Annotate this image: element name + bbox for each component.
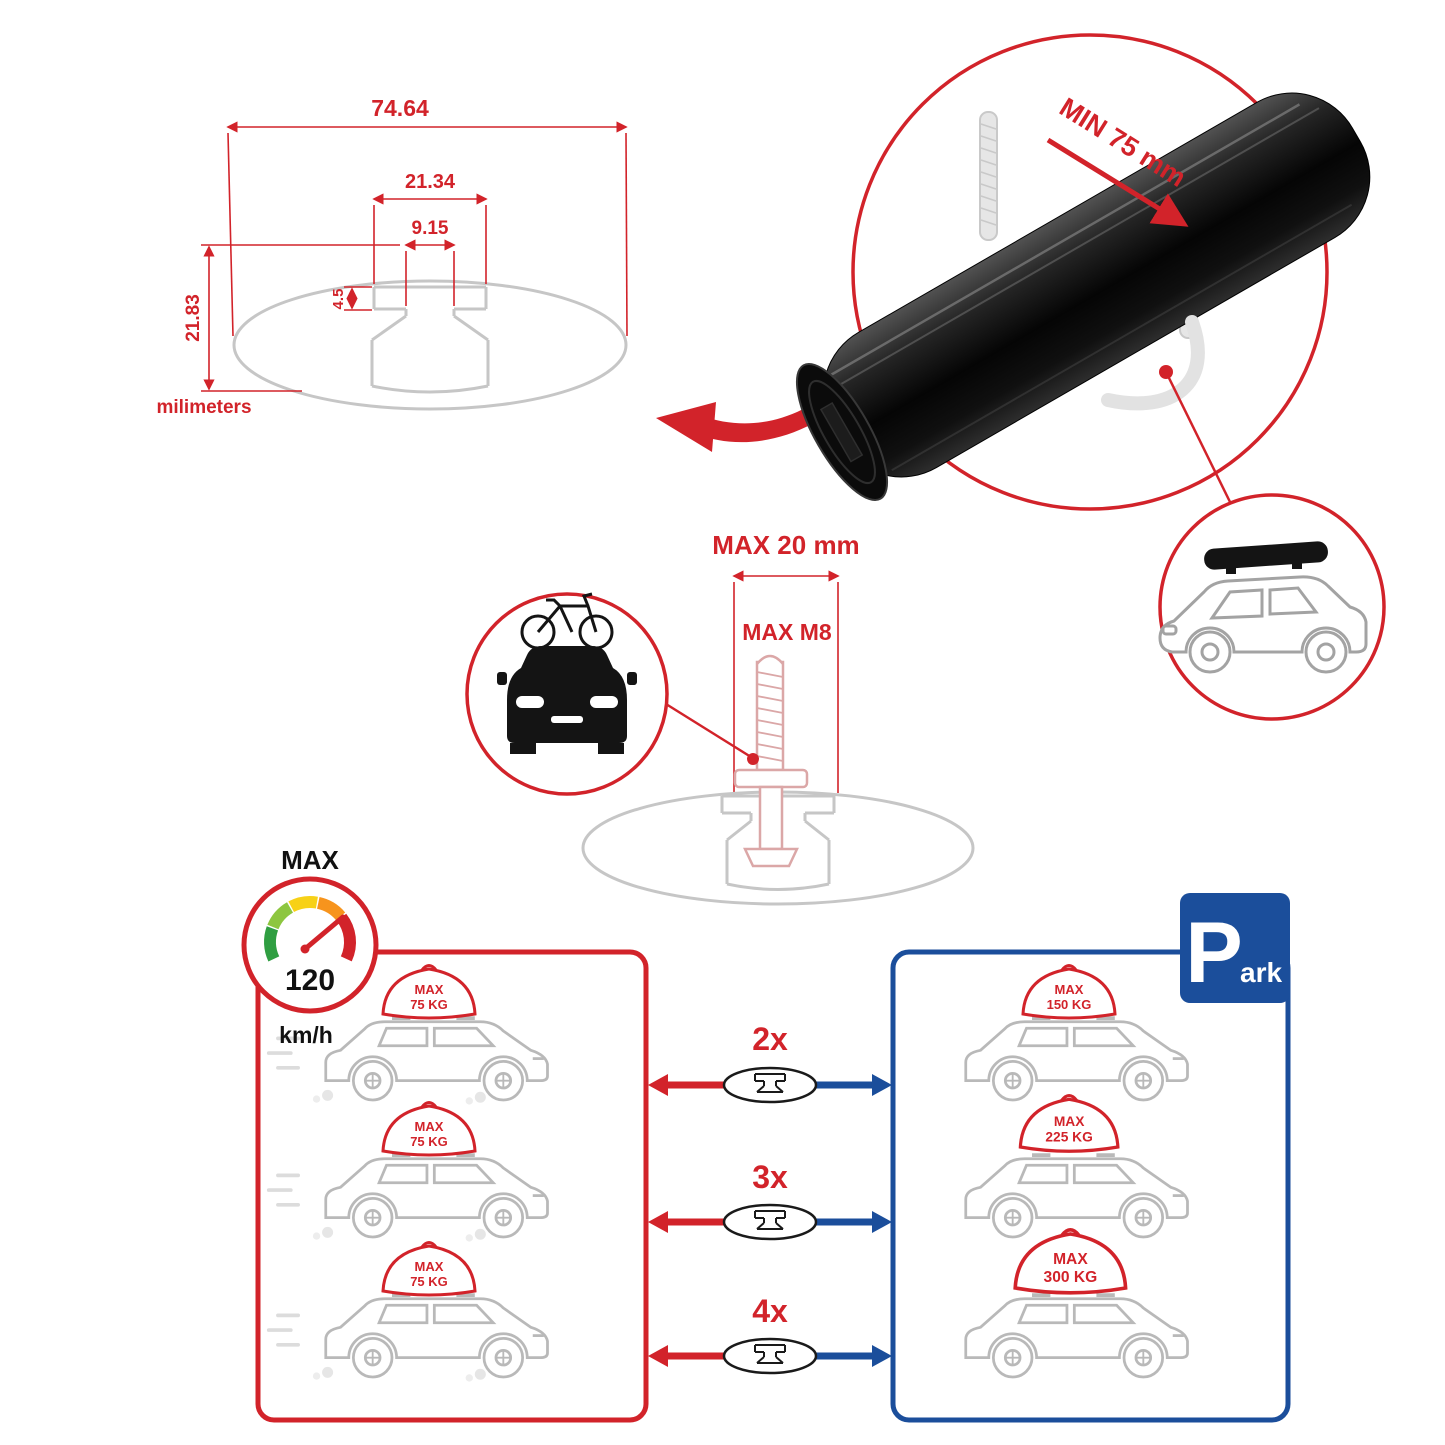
park-sign-plate (1180, 893, 1290, 1003)
speedometer: MAX 120 km/h (241, 845, 379, 1048)
roof-load-badge: MAX 225 KG (1018, 1094, 1120, 1153)
pointer-swoosh-arrowhead (656, 402, 716, 452)
pointer-swoosh-arrow (696, 372, 864, 443)
multiplier-label: 3x (752, 1159, 788, 1195)
roof-load-badge: MAX 75 KG (381, 1101, 477, 1157)
bolt-max-thread-label: MAX M8 (742, 619, 832, 645)
suv-line-art (1158, 575, 1368, 674)
clamp-callout-line (1167, 377, 1233, 505)
crossbar-detail-circle: MIN 75 mm (795, 33, 1371, 511)
svg-text:MAX: MAX (1054, 1114, 1085, 1129)
red-arrow (648, 1345, 668, 1367)
speed-unit: km/h (279, 1022, 333, 1048)
profile-ellipse (232, 279, 628, 411)
roof-load-badge: MAX 300 KG (1013, 1228, 1128, 1295)
svg-text:MAX: MAX (415, 1259, 444, 1274)
crossbar-profile-icon (722, 1203, 818, 1241)
crossbar-profile-icon (722, 1066, 818, 1104)
roof-load-badge: MAX 75 KG (381, 1241, 477, 1297)
svg-text:MAX: MAX (1053, 1251, 1088, 1268)
mounting-bolt (733, 654, 809, 868)
car-bike-circle (465, 592, 669, 796)
svg-text:75 KG: 75 KG (410, 997, 448, 1012)
headlight-left (516, 696, 544, 708)
svg-text:MAX: MAX (1055, 982, 1084, 997)
svg-text:MAX: MAX (415, 982, 444, 997)
dim-lip-depth-label: 4.5 (330, 289, 347, 310)
dim-height-label: 21.83 (183, 294, 204, 342)
parked-cars-panel: MAX 150 KG MAX 225 KG MAX 300 KG (890, 949, 1291, 1423)
speed-value: 120 (285, 964, 335, 997)
clamp-strap (1101, 315, 1205, 411)
min-span-arrow (1046, 137, 1189, 227)
red-arrow (648, 1074, 668, 1096)
dim-slot-width-label: 9.15 (412, 218, 449, 239)
bolt-max-length-label: MAX 20 mm (712, 530, 859, 560)
speedometer-needle (302, 914, 346, 952)
speed-max-label: MAX (281, 845, 339, 875)
svg-text:150 KG: 150 KG (1047, 997, 1092, 1012)
car-front-silhouette (497, 646, 637, 754)
crossbar-dimension-diagram: 74.64 21.34 9.15 4.5 21.83 milimeters (156, 95, 864, 452)
svg-text:75 KG: 75 KG (410, 1274, 448, 1289)
moving-cars-panel: MAX 75 KG MAX 75 KG MAX 75 KG (255, 949, 649, 1423)
dim-inner-width-label: 21.34 (405, 171, 456, 193)
park-sign: P ark (1180, 893, 1290, 1003)
speedometer-gauge-arc (264, 896, 356, 962)
bolt-dimension-diagram: MAX 20 mm MAX M8 (581, 530, 975, 906)
svg-text:225 KG: 225 KG (1045, 1130, 1092, 1145)
crossbar-profile-icon (722, 1337, 818, 1375)
svg-text:300 KG: 300 KG (1044, 1269, 1098, 1286)
bolt-callout-line (665, 702, 752, 759)
dim-total-width-label: 74.64 (371, 95, 429, 121)
multiplier-label: 2x (752, 1021, 788, 1057)
profile-t-slot-channel (370, 285, 490, 394)
blue-arrow (872, 1074, 892, 1096)
svg-text:75 KG: 75 KG (410, 1134, 448, 1149)
park-sign-rest: ark (1240, 957, 1282, 988)
svg-text:MAX: MAX (415, 1119, 444, 1134)
roof-load-badge: MAX 75 KG (381, 964, 477, 1020)
crossbar-3d-render (795, 92, 1371, 502)
suv-roofbox-circle (1158, 493, 1386, 721)
blue-arrow (872, 1345, 892, 1367)
headlight-right (590, 696, 618, 708)
multiplier-label: 4x (752, 1293, 788, 1329)
clamp-callout-dot (1159, 365, 1173, 379)
bolt-callout-dot (747, 753, 759, 765)
red-arrow (648, 1211, 668, 1233)
park-sign-initial: P (1185, 905, 1242, 1001)
blue-arrow (872, 1211, 892, 1233)
unit-label: milimeters (156, 397, 251, 418)
roof-load-badge: MAX 150 KG (1021, 964, 1117, 1020)
multiplier-column: 2x 3x 4x (648, 1021, 892, 1375)
